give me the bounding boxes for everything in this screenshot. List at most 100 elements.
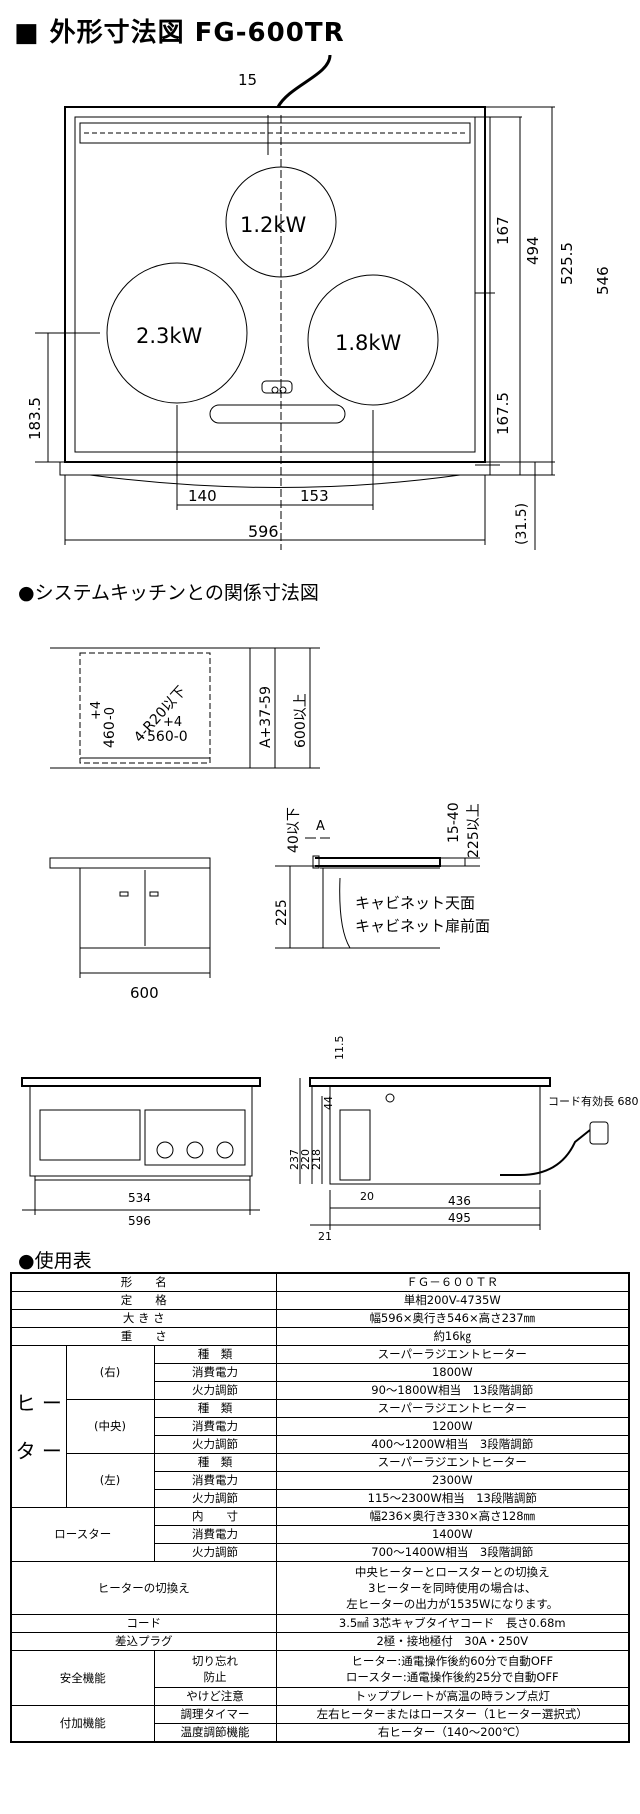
label-safety: 安全機能 — [10, 1650, 155, 1706]
value-left-control: 115～2300W相当 13段階調節 — [275, 1489, 630, 1508]
label-plug: 差込プラグ — [10, 1632, 277, 1651]
dim-31-5: (31.5) — [514, 503, 530, 545]
label-type: 種 類 — [153, 1345, 277, 1364]
control-panel — [209, 404, 346, 424]
label-control: 火力調節 — [153, 1543, 277, 1562]
table-row: 定 格 単相200V-4735W — [10, 1291, 630, 1310]
value-left-type: スーパーラジエントヒーター — [275, 1453, 630, 1472]
value-center-power: 1200W — [275, 1417, 630, 1436]
value-rating: 単相200V-4735W — [275, 1291, 630, 1310]
value-burn: トッププレートが高温の時ランプ点灯 — [275, 1687, 630, 1706]
dim-167-5: 167.5 — [494, 392, 512, 435]
table-row: 火力調節 700～1400W相当 3段階調節 — [11, 1543, 630, 1562]
label-center: (中央) — [65, 1399, 155, 1454]
label-model: 形 名 — [10, 1272, 277, 1292]
table-row: やけど注意 トッププレートが高温の時ランプ点灯 — [11, 1687, 630, 1706]
label-control: 火力調節 — [153, 1435, 277, 1454]
bottom-lip — [59, 461, 491, 476]
label-cord: コード — [10, 1614, 277, 1633]
label-cabinet-door: キャビネット扉前面 — [355, 917, 490, 935]
section-kitchen-title: ●システムキッチンとの関係寸法図 — [18, 582, 319, 604]
table-row: 消費電力 1200W — [11, 1417, 630, 1436]
dim-546: 546 — [594, 266, 612, 295]
burner-left-circle — [106, 262, 248, 404]
page-title: ■ 外形寸法図 FG-600TR — [14, 18, 345, 48]
table-row: 形 名 ＦＧ－６００ＴＲ — [10, 1272, 630, 1292]
table-row: 付加機能 調理タイマー 左右ヒーターまたはロースター（1ヒーター選択式） — [10, 1705, 630, 1743]
tol-560: +4 — [163, 715, 182, 730]
label-burn: やけど注意 — [153, 1687, 277, 1706]
value-timer: 左右ヒーターまたはロースター（1ヒーター選択式） — [275, 1705, 630, 1724]
dim-237: 237 — [288, 1149, 301, 1170]
label-switch: ヒーターの切換え — [10, 1561, 277, 1615]
label-type: 種 類 — [153, 1453, 277, 1472]
value-center-type: スーパーラジエントヒーター — [275, 1399, 630, 1418]
label-roaster: ロースター — [10, 1507, 155, 1562]
value-size: 幅596×奥行き546×高さ237㎜ — [275, 1309, 630, 1328]
label-power: 消費電力 — [153, 1417, 277, 1436]
dim-15: 15 — [238, 71, 257, 89]
dim-20: 20 — [360, 1190, 374, 1203]
value-forget: ヒーター:通電操作後約60分で自動OFF ロースター:通電操作後約25分で自動O… — [275, 1650, 630, 1688]
value-roaster-power: 1400W — [275, 1525, 630, 1544]
label-right: (右) — [65, 1345, 155, 1400]
dim-153: 153 — [300, 487, 329, 505]
roaster-window — [39, 1109, 141, 1161]
front-side-drawing: 534 596 11.5 237 220 218 44 20 21 436 49… — [21, 1036, 639, 1243]
table-row: 火力調節 400～1200W相当 3段階調節 — [11, 1435, 630, 1454]
burner-right-label: 1.8kW — [335, 331, 402, 355]
table-row: 重 さ 約16㎏ — [10, 1327, 630, 1346]
table-row: 火力調節 90～1800W相当 13段階調節 — [11, 1381, 630, 1400]
forget-label-1: 切り忘れ — [192, 1654, 238, 1668]
dim-495: 495 — [448, 1211, 471, 1225]
dim-167: 167 — [494, 216, 512, 245]
value-roaster-inner: 幅236×奥行き330×高さ128㎜ — [275, 1507, 630, 1526]
tol-460-b: -0 — [103, 707, 118, 720]
value-weight: 約16㎏ — [275, 1327, 630, 1346]
value-temp: 右ヒーター（140～200℃） — [275, 1723, 630, 1743]
dim-494: 494 — [524, 236, 542, 265]
side-cord — [500, 1129, 591, 1176]
side-body — [329, 1085, 541, 1185]
dim-44: 44 — [322, 1096, 335, 1110]
value-cord: 3.5㎟ 3芯キャブタイヤコード 長さ0.68m — [275, 1614, 630, 1633]
dim-40-down: 40以下 — [286, 807, 302, 853]
dim-11-5: 11.5 — [333, 1036, 346, 1061]
table-row: コード 3.5㎟ 3芯キャブタイヤコード 長さ0.68m — [10, 1614, 630, 1633]
dim-534: 534 — [128, 1191, 151, 1205]
label-weight: 重 さ — [10, 1327, 277, 1346]
counter-side — [49, 857, 211, 869]
vent-strip — [79, 122, 471, 144]
label-inner: 内 寸 — [153, 1507, 277, 1526]
dim-560: 560-0 — [147, 729, 188, 745]
dim-220: 220 — [299, 1149, 312, 1170]
table-row: 大 き さ 幅596×奥行き546×高さ237㎜ — [10, 1309, 630, 1328]
top-view-drawing: 15 1.2kW 2.3kW 1.8kW 140 153 596 167 494… — [26, 54, 612, 550]
value-right-type: スーパーラジエントヒーター — [275, 1345, 630, 1364]
dim-596: 596 — [248, 522, 279, 541]
label-type: 種 類 — [153, 1399, 277, 1418]
table-row: 消費電力 2300W — [11, 1471, 630, 1490]
switch-line-1: 中央ヒーターとロースターとの切換え — [354, 1565, 550, 1579]
value-center-control: 400～1200W相当 3段階調節 — [275, 1435, 630, 1454]
value-right-control: 90～1800W相当 13段階調節 — [275, 1381, 630, 1400]
dim-225: 225 — [274, 899, 290, 926]
dim-218: 218 — [310, 1149, 323, 1170]
label-heater-group: ヒ ー タ ー — [10, 1345, 67, 1508]
burner-top-label: 1.2kW — [240, 213, 307, 237]
forget-line-2: ロースター:通電操作後約25分で自動OFF — [345, 1670, 559, 1684]
value-model: ＦＧ－６００ＴＲ — [275, 1272, 630, 1292]
label-a: A — [316, 819, 325, 834]
table-row: 消費電力 1400W — [11, 1525, 630, 1544]
dim-225-up: 225以上 — [466, 803, 482, 858]
dim-140: 140 — [188, 487, 217, 505]
dim-15-40: 15-40 — [446, 802, 462, 843]
dim-183-5: 183.5 — [26, 397, 44, 440]
label-temp: 温度調節機能 — [153, 1723, 277, 1743]
control-face — [144, 1109, 246, 1166]
cutout-opening — [79, 652, 211, 764]
dim-525-5: 525.5 — [558, 242, 576, 285]
section-table-title: ●使用表 — [18, 1250, 92, 1272]
outer-frame — [64, 106, 486, 463]
value-roaster-control: 700～1400W相当 3段階調節 — [275, 1543, 630, 1562]
